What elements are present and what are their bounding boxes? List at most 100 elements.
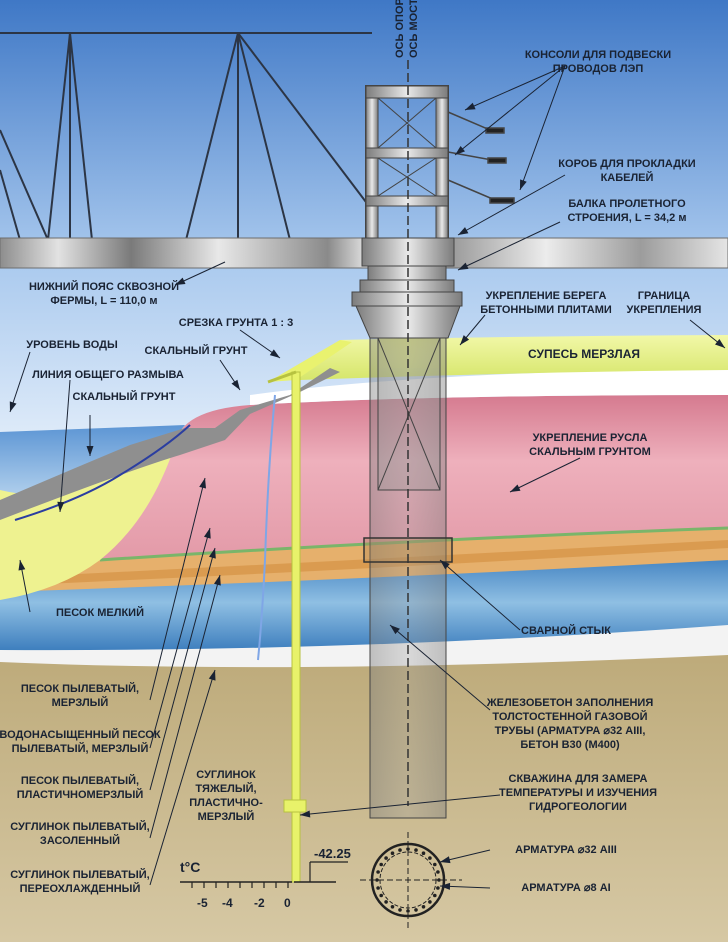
arrowhead <box>455 146 465 155</box>
rock-slope <box>0 368 340 520</box>
rebar-dot <box>433 893 437 898</box>
bank-protection-label-1: УКРЕПЛЕНИЕ БЕРЕГА <box>486 290 607 302</box>
arrowhead <box>86 446 94 456</box>
arrowhead <box>715 339 725 348</box>
arrowheads <box>9 102 725 890</box>
frozen-sandy-loam-label: СУПЕСЬ МЕРЗЛАЯ <box>528 347 640 361</box>
arrowhead <box>460 335 470 345</box>
labels: КОНСОЛИ ДЛЯ ПОДВЕСКИ ПРОВОДОВ ЛЭП КОРОБ … <box>0 49 702 895</box>
arrowhead <box>510 484 521 492</box>
scour-line-label: ЛИНИЯ ОБЩЕГО РАЗМЫВА <box>32 369 184 381</box>
arrowhead <box>300 810 311 818</box>
rebar-dot <box>379 862 384 867</box>
rebar-dot <box>428 856 432 860</box>
saline-loam-label-1: СУГЛИНОК ПЫЛЕВАТЫЙ, <box>10 820 149 833</box>
rebar-dot <box>414 848 418 852</box>
protection-border-label-1: ГРАНИЦА <box>638 290 690 302</box>
channel-protection-label-1: УКРЕПЛЕНИЕ РУСЛА <box>533 432 648 444</box>
concrete-fill-label-3: ТРУБЫ (АРМАТУРА ⌀32 АIII, <box>495 725 646 737</box>
heavy-loam-label-3: ПЛАСТИЧНО- <box>189 797 263 809</box>
truss-chord-label-1: НИЖНИЙ ПОЯС СКВОЗНОЙ <box>29 280 179 293</box>
rebar-dot <box>406 847 410 851</box>
arrowhead <box>199 478 206 489</box>
tick-minus-4: -4 <box>222 896 233 910</box>
welded-joint-label: СВАРНОЙ СТЫК <box>521 624 611 637</box>
arrowhead <box>440 560 450 570</box>
rebar-32-label: АРМАТУРА ⌀32 АIII <box>515 844 617 856</box>
span-beam-label-1: БАЛКА ПРОЛЕТНОГО <box>568 198 686 210</box>
arrowhead <box>390 625 400 635</box>
arrowhead <box>458 262 469 270</box>
ground-layers <box>0 335 728 942</box>
fine-sand-label: ПЕСОК МЕЛКИЙ <box>56 606 144 619</box>
rebar-8-label: АРМАТУРА ⌀8 АI <box>521 882 610 894</box>
heavy-loam-label-1: СУГЛИНОК <box>196 769 256 781</box>
plastic-frozen-sand-label-1: ПЕСОК ПЫЛЕВАТЫЙ, <box>21 774 139 787</box>
span-beam-label-2: СТРОЕНИЯ, L = 34,2 м <box>567 212 686 224</box>
temperature-scale: t°C -5 -4 -2 0 -42.25 <box>180 846 351 910</box>
consoles-label-2: ПРОВОДОВ ЛЭП <box>553 63 644 75</box>
borehole-label-2: ТЕМПЕРАТУРЫ И ИЗУЧЕНИЯ <box>499 787 657 799</box>
concrete-fill-label-2: ТОЛСТОСТЕННОЙ ГАЗОВОЙ <box>492 710 647 723</box>
support-axis-label: ОСЬ ОПОРЫ <box>394 0 406 58</box>
protection-border-label-2: УКРЕПЛЕНИЯ <box>627 304 702 316</box>
borehole-label-1: СКВАЖИНА ДЛЯ ЗАМЕРА <box>509 773 648 785</box>
truss-chord-label-2: ФЕРМЫ, L = 110,0 м <box>50 295 157 307</box>
loam-layer <box>0 640 728 942</box>
arrowhead <box>520 179 527 190</box>
arrowhead <box>458 227 469 235</box>
channel-protection-label-2: СКАЛЬНЫМ ГРУНТОМ <box>529 446 651 458</box>
arrowhead <box>18 560 26 571</box>
water-line-curve <box>257 394 276 661</box>
rebar-dot <box>421 851 426 855</box>
arrowhead <box>465 102 476 110</box>
bridge-axis-label: ОСЬ МОСТА <box>408 0 420 58</box>
fine-sand-blue-layer <box>0 555 728 651</box>
soil-cut-wedge <box>268 340 352 382</box>
rebar-dot <box>376 886 380 890</box>
water-level-label: УРОВЕНЬ ВОДЫ <box>26 339 118 351</box>
arrowhead <box>9 401 17 412</box>
saturated-sand-label-1: ВОДОНАСЫЩЕННЫЙ ПЕСОК <box>0 728 161 741</box>
rebar-dot <box>390 905 395 909</box>
pile <box>363 337 453 819</box>
arrowhead <box>175 277 186 285</box>
arrowhead <box>208 670 216 681</box>
rebar-dot <box>428 900 432 904</box>
tick-zero: 0 <box>284 896 291 910</box>
arrowhead <box>204 528 211 539</box>
rebar-dot <box>436 870 440 874</box>
heavy-loam-label-2: ТЯЖЕЛЫЙ, <box>195 782 256 795</box>
sand-orange-dark-stripe <box>0 540 728 586</box>
rock-soil-label-1: СКАЛЬНЫЙ ГРУНТ <box>145 344 248 357</box>
cable-box-label-2: КАБЕЛЕЙ <box>601 171 654 184</box>
temperature-reading: -42.25 <box>314 846 351 861</box>
rebar-dot <box>384 856 388 860</box>
rebar-dot <box>433 862 437 867</box>
supercooled-loam-label-1: СУГЛИНОК ПЫЛЕВАТЫЙ, <box>10 868 149 881</box>
tick-minus-2: -2 <box>254 896 265 910</box>
arrowhead <box>269 349 280 358</box>
rebar-dot <box>398 848 402 852</box>
rebar-dot <box>436 886 440 890</box>
pier-tower <box>351 85 515 339</box>
plastic-frozen-sand-label-2: ПЛАСТИЧНОМЕРЗЛЫЙ <box>17 788 144 801</box>
cable-box-label-1: КОРОБ ДЛЯ ПРОКЛАДКИ <box>558 158 695 170</box>
concrete-fill-label-4: БЕТОН В30 (М400) <box>520 739 620 751</box>
bank-sand <box>0 444 175 600</box>
rebar-dot <box>375 878 379 882</box>
scour-line <box>14 424 191 521</box>
rebar-dot <box>414 908 418 912</box>
arrowhead <box>214 575 221 586</box>
concrete-fill-label-1: ЖЕЛЕЗОБЕТОН ЗАПОЛНЕНИЯ <box>486 697 654 709</box>
supercooled-loam-label-2: ПЕРЕОХЛАЖДЕННЫЙ <box>20 882 141 895</box>
pile-cross-section <box>360 832 462 930</box>
console-arms <box>447 111 515 204</box>
consoles-label-1: КОНСОЛИ ДЛЯ ПОДВЕСКИ <box>525 49 671 61</box>
saturated-sand-label-2: ПЫЛЕВАТЫЙ, МЕРЗЛЫЙ <box>12 742 149 755</box>
soil-cut-label: СРЕЗКА ГРУНТА 1 : 3 <box>179 317 293 329</box>
rock-soil-label-2: СКАЛЬНЫЙ ГРУНТ <box>73 390 176 403</box>
bank-protection-label-2: БЕТОННЫМИ ПЛИТАМИ <box>480 304 612 316</box>
